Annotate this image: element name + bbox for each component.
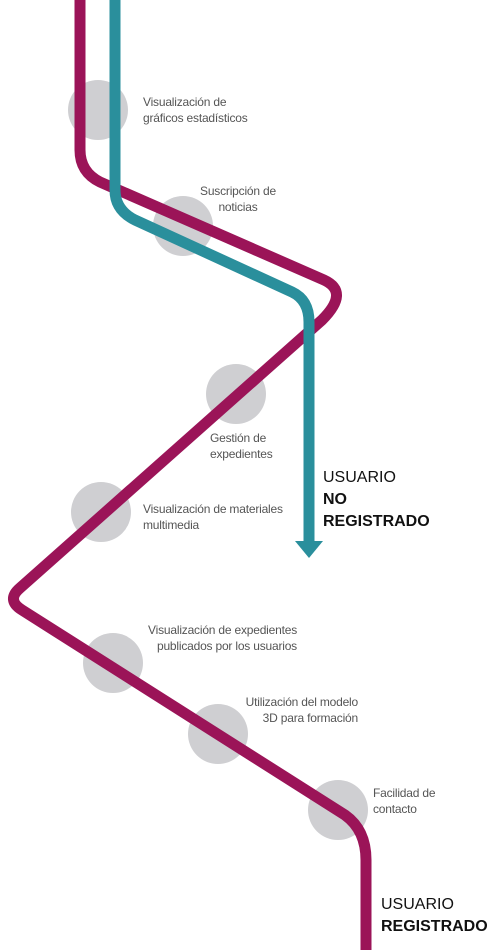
unregistered-arrow-head — [295, 541, 323, 558]
label-expedientes-publicados: Visualización de expedientes publicados … — [140, 622, 297, 654]
unregistered-user-path — [109, 0, 315, 542]
caption-registrado-line2: REGISTRADO — [381, 918, 488, 935]
label-suscripcion-line2: noticias — [218, 200, 258, 214]
label-gestion: Gestión de expedientes — [210, 430, 273, 462]
label-contacto-line1: Facilidad de — [373, 786, 436, 800]
caption-usuario-registrado: USUARIO REGISTRADO — [381, 894, 488, 938]
caption-no-registrado-line3: REGISTRADO — [323, 513, 430, 530]
registered-user-path — [8, 0, 372, 950]
label-suscripcion: Suscripción de noticias — [196, 183, 280, 215]
label-expedientes-publicados-line1: Visualización de expedientes — [148, 623, 297, 637]
label-graficos: Visualización de gráficos estadísticos — [143, 94, 248, 126]
label-contacto-line2: contacto — [373, 802, 417, 816]
label-contacto: Facilidad de contacto — [373, 785, 436, 817]
label-graficos-line2: gráficos estadísticos — [143, 111, 248, 125]
caption-registrado-line1: USUARIO — [381, 896, 454, 913]
caption-usuario-no-registrado: USUARIO NO REGISTRADO — [323, 467, 430, 533]
label-graficos-line1: Visualización de — [143, 95, 227, 109]
label-modelo-3d-line2: 3D para formación — [262, 711, 359, 725]
label-multimedia-line2: multimedia — [143, 518, 200, 532]
caption-no-registrado-line1: USUARIO — [323, 469, 396, 486]
label-multimedia-line1: Visualización de materiales — [143, 502, 283, 516]
label-modelo-3d-line1: Utilización del modelo — [245, 695, 359, 709]
label-gestion-line1: Gestión de — [210, 431, 267, 445]
caption-no-registrado-line2: NO — [323, 491, 347, 508]
label-modelo-3d: Utilización del modelo 3D para formación — [243, 694, 359, 726]
label-suscripcion-line1: Suscripción de — [200, 184, 276, 198]
label-multimedia: Visualización de materiales multimedia — [143, 501, 283, 533]
label-gestion-line2: expedientes — [210, 447, 273, 461]
label-expedientes-publicados-line2: publicados por los usuarios — [156, 639, 297, 653]
